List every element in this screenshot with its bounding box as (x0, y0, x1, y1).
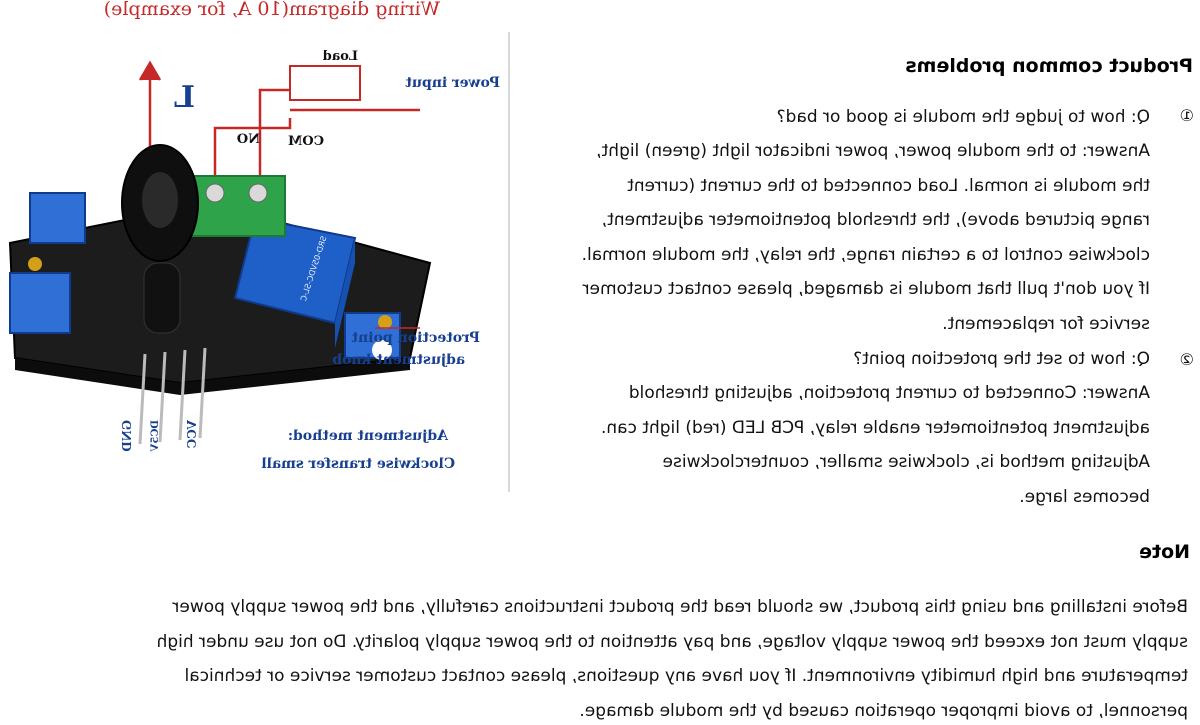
terminal-block (189, 175, 286, 237)
q1-number: ① (1179, 106, 1194, 125)
protection-label-line1: Protection point (351, 330, 480, 346)
potentiometer-right-2 (9, 257, 71, 334)
adjustment-method-line1: Adjustment method: (287, 428, 448, 444)
wire-com (213, 118, 292, 178)
load-label: Load (322, 49, 358, 64)
note-body: Before installing and using this product… (10, 590, 1188, 725)
q1-answer-line: range pictured above), the threshold pot… (601, 210, 1150, 231)
q1-answer-line: the module is normal. Load connected to … (627, 175, 1150, 196)
diagram-title: Wiring diagram(10 A, for example) (103, 0, 440, 20)
current-transformer (121, 144, 199, 262)
note-line: temperature and high humidity environmen… (184, 666, 1189, 686)
com-label: COM (287, 134, 324, 149)
header-pins (138, 347, 207, 445)
q2-answer-line: becomes large. (1019, 486, 1150, 507)
power-input-label: Power input (405, 75, 500, 91)
q2-answer-line: adjustment potentiometer enable relay, P… (600, 417, 1150, 438)
q1-answer-line: Answer: to the module power, power indic… (596, 141, 1150, 161)
q2-answer-line: Adjusting method is, clockwise smaller, … (662, 452, 1150, 473)
q2-question: Q: how to set the protection point? (853, 349, 1150, 369)
q2-answer: Answer: Connected to current protection,… (510, 376, 1150, 514)
q2-answer-line: Answer: Connected to current protection,… (628, 383, 1150, 403)
pin-vcc-label: VCC (185, 420, 199, 449)
pcb-edge (15, 358, 410, 395)
q2-number: ② (1179, 350, 1194, 369)
q1-answer-line: service for replacement. (942, 313, 1150, 334)
note-line: supply must not exceed the power supply … (156, 631, 1188, 652)
relay (233, 216, 357, 348)
q1-answer: Answer: to the module power, power indic… (510, 134, 1150, 342)
protection-label-line2: adjustment knob (332, 352, 465, 368)
arrow-head (138, 60, 162, 81)
pin-gnd-label: GND (120, 420, 134, 452)
capacitor (143, 262, 181, 334)
note-heading: Note (1139, 541, 1190, 563)
no-label: NO (236, 132, 260, 147)
pin-dc5v-label: DC5V (150, 420, 161, 452)
potentiometer-right-1 (29, 192, 86, 244)
wiring-diagram (8, 60, 432, 445)
adjustment-method-line2: Clockwise transfer small (261, 456, 455, 472)
mount-hole (372, 340, 392, 360)
note-line: personnel, to avoid improper operation c… (579, 700, 1188, 721)
note-line: Before installing and using this product… (172, 597, 1188, 617)
q1-answer-line: If you don't pull that module is damaged… (582, 279, 1150, 300)
problems-heading: Product common problems (905, 55, 1193, 77)
load-box (289, 65, 361, 101)
q1-question: Q: how to judge the module is good or ba… (776, 107, 1150, 127)
l-label: L (173, 80, 195, 115)
q1-answer-line: clockwise control to a certain range, th… (581, 244, 1150, 265)
